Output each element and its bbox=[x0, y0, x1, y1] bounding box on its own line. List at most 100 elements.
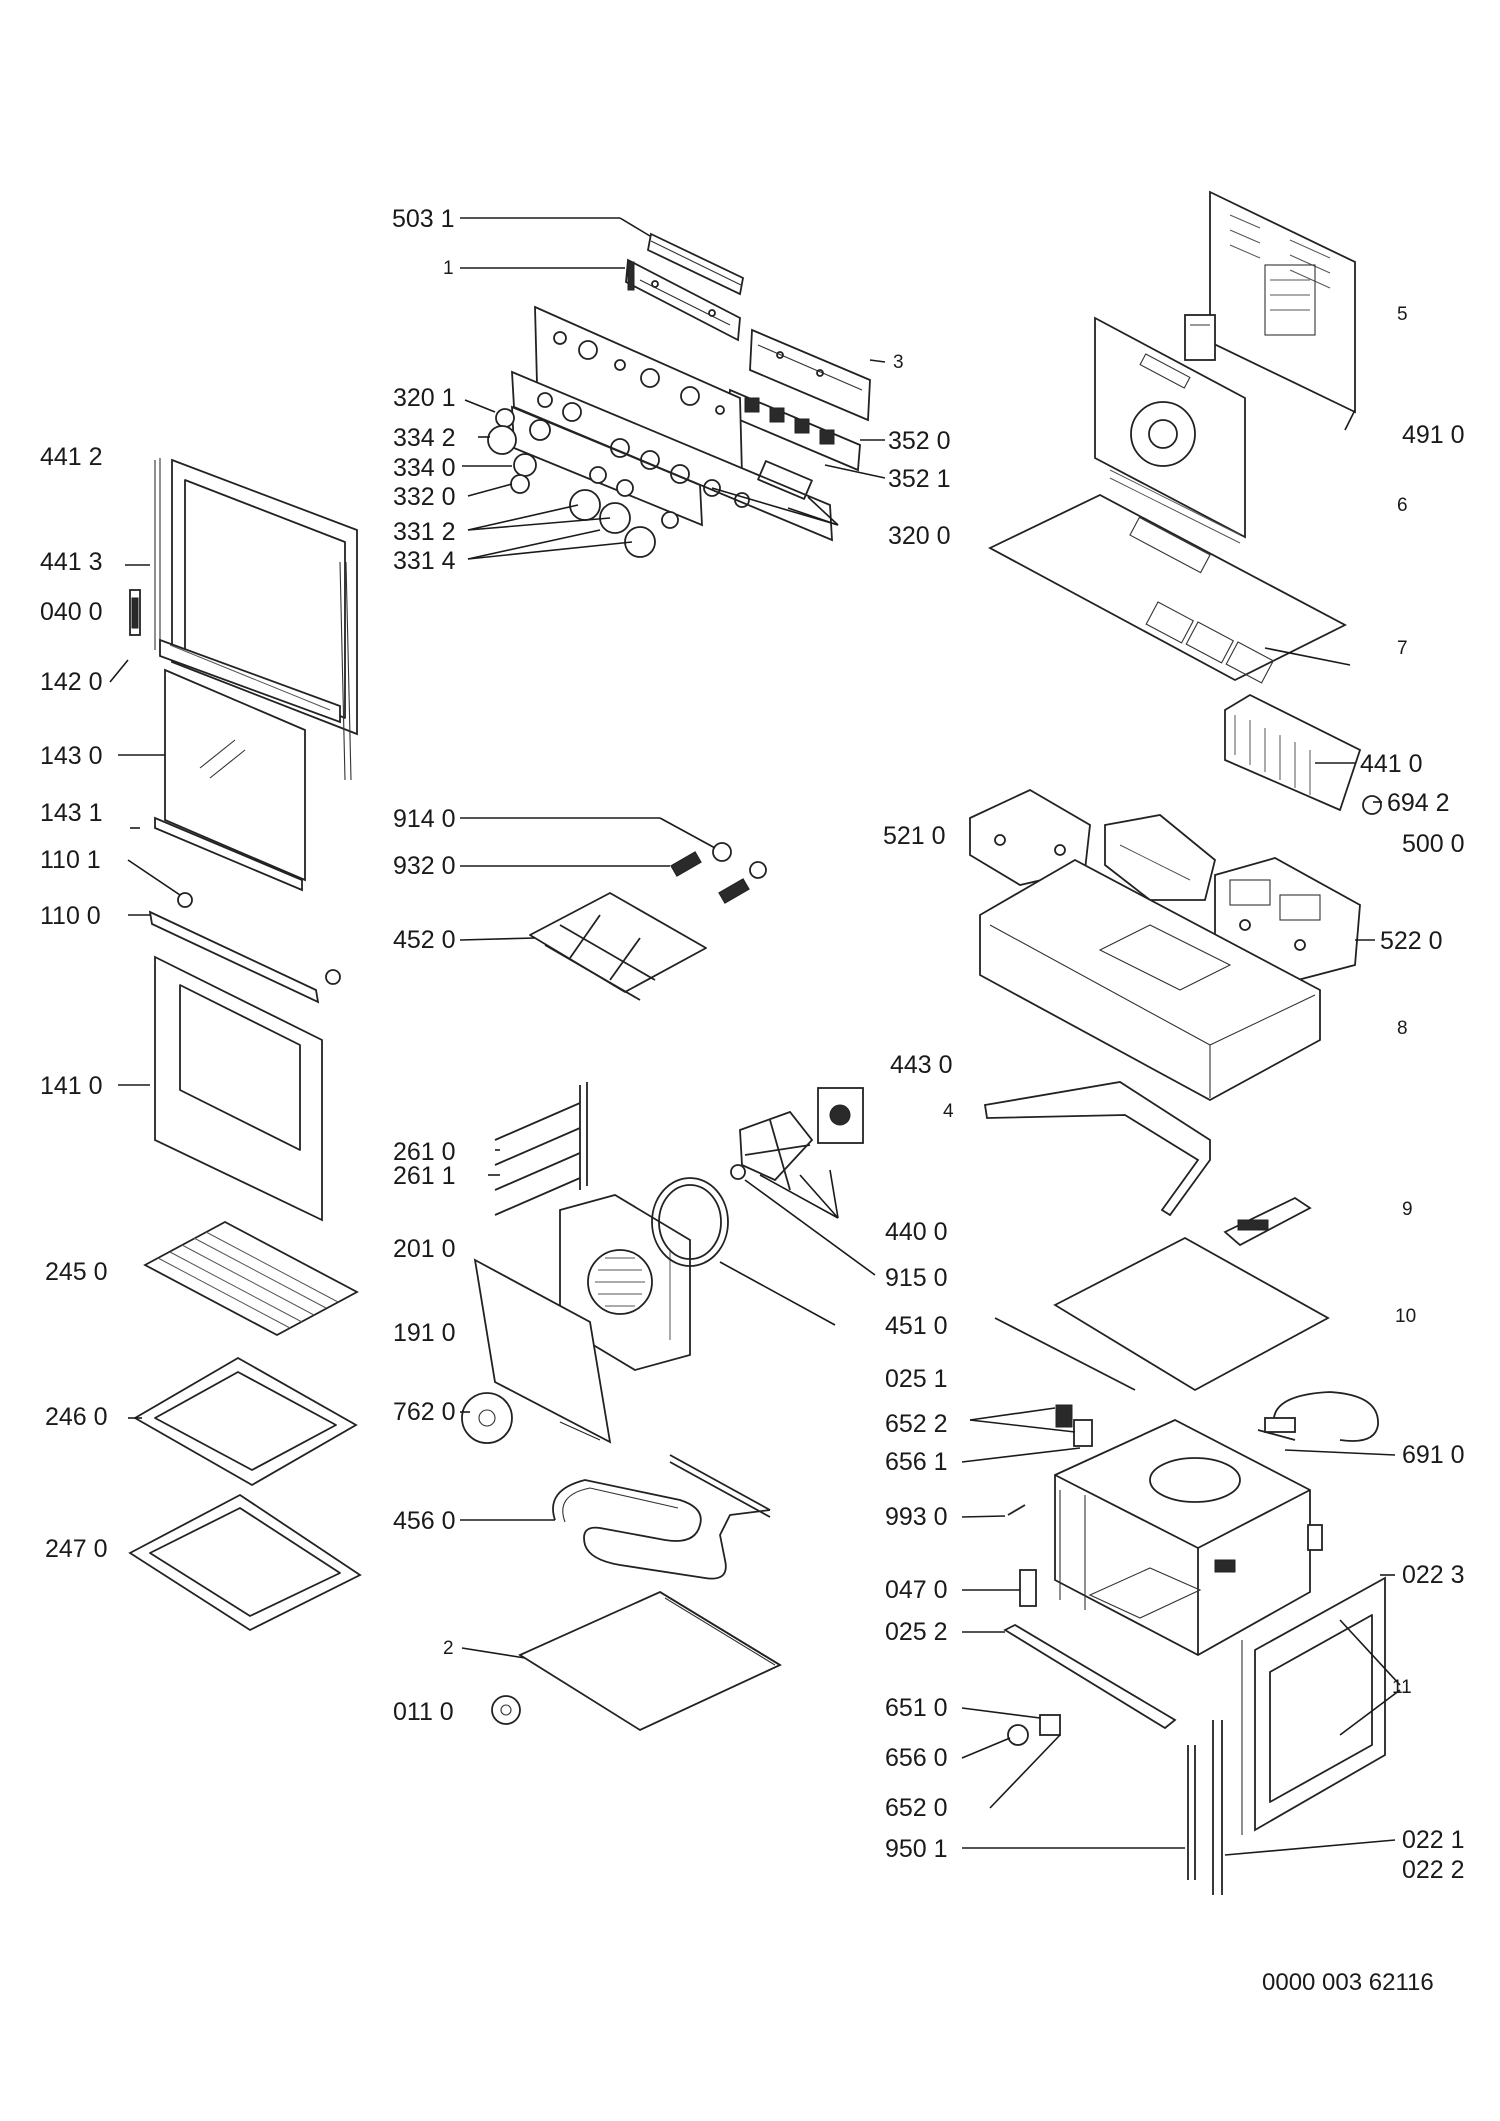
label-352-1: 352 1 bbox=[888, 465, 951, 493]
label-331-4: 331 4 bbox=[393, 547, 456, 575]
part-691-0-lamp bbox=[1257, 1391, 1379, 1442]
part-3-bracket bbox=[749, 328, 871, 422]
label-451-0: 451 0 bbox=[885, 1312, 948, 1340]
part-5-rear-panel bbox=[1209, 190, 1356, 414]
label-352-0: 352 0 bbox=[888, 427, 951, 455]
label-6: 6 bbox=[1397, 495, 1408, 516]
part-9-bracket bbox=[1223, 1196, 1312, 1247]
part-047-0-bracket bbox=[1019, 1569, 1037, 1607]
part-441-0-blower bbox=[1224, 693, 1382, 815]
label-142-0: 142 0 bbox=[40, 668, 103, 696]
label-441-2: 441 2 bbox=[40, 443, 103, 471]
label-656-0: 656 0 bbox=[885, 1744, 948, 1772]
label-522-0: 522 0 bbox=[1380, 927, 1443, 955]
part-4-top-strip bbox=[983, 1081, 1211, 1217]
part-10-plate bbox=[994, 1236, 1330, 1392]
part-503-1-strip bbox=[646, 232, 745, 296]
label-652-2: 652 2 bbox=[885, 1410, 948, 1438]
part-521-0-bracket bbox=[969, 788, 1091, 886]
part-247-0-tray bbox=[128, 1493, 362, 1632]
label-110-1: 110 1 bbox=[40, 846, 101, 874]
part-oven-cavity bbox=[1054, 1418, 1323, 1657]
document-id: 0000 003 62116 bbox=[1262, 1969, 1434, 1996]
label-8: 8 bbox=[1397, 1018, 1408, 1039]
part-040-0-hinge bbox=[129, 589, 141, 636]
part-110-handle bbox=[148, 892, 341, 1004]
label-762-0: 762 0 bbox=[393, 1398, 456, 1426]
part-352-switches bbox=[727, 388, 861, 472]
label-691-0: 691 0 bbox=[1402, 1441, 1465, 1469]
label-143-0: 143 0 bbox=[40, 742, 103, 770]
label-503-1: 503 1 bbox=[392, 205, 455, 233]
part-320-0-front-panel bbox=[511, 370, 833, 542]
label-651-0: 651 0 bbox=[885, 1694, 948, 1722]
label-320-0: 320 0 bbox=[888, 522, 951, 550]
label-022-1: 022 1 bbox=[1402, 1826, 1465, 1854]
part-6-rear-wall bbox=[1094, 316, 1246, 544]
part-993-0-screw bbox=[1007, 1504, 1026, 1516]
label-331-2: 331 2 bbox=[393, 518, 456, 546]
label-521-0: 521 0 bbox=[883, 822, 946, 850]
label-332-0: 332 0 bbox=[393, 483, 456, 511]
part-141-0-outer-door bbox=[154, 955, 323, 1222]
label-141-0: 141 0 bbox=[40, 1072, 103, 1100]
label-9: 9 bbox=[1402, 1199, 1413, 1220]
label-3: 3 bbox=[893, 352, 904, 373]
label-261-1: 261 1 bbox=[393, 1162, 456, 1190]
label-443-0: 443 0 bbox=[890, 1051, 953, 1079]
label-694-2: 694 2 bbox=[1387, 789, 1450, 817]
label-11: 11 bbox=[1392, 1677, 1412, 1698]
leader-lines bbox=[109, 217, 1401, 1856]
label-993-0: 993 0 bbox=[885, 1503, 948, 1531]
part-201-0-fan-cover bbox=[559, 1194, 691, 1371]
label-334-2: 334 2 bbox=[393, 424, 456, 452]
part-950-1-strip bbox=[1187, 1745, 1196, 1880]
part-7-top-plate bbox=[988, 493, 1347, 684]
label-025-1: 025 1 bbox=[885, 1365, 948, 1393]
part-143-1-strip bbox=[154, 816, 303, 892]
label-500-0: 500 0 bbox=[1402, 830, 1465, 858]
part-245-0-rack bbox=[143, 1220, 359, 1337]
label-914-0: 914 0 bbox=[393, 805, 456, 833]
part-191-0-panel bbox=[473, 1258, 612, 1444]
label-932-0: 932 0 bbox=[393, 852, 456, 880]
part-011-0-foot bbox=[491, 1695, 521, 1725]
label-440-0: 440 0 bbox=[885, 1218, 948, 1246]
label-491-0: 491 0 bbox=[1402, 421, 1465, 449]
label-441-0: 441 0 bbox=[1360, 750, 1423, 778]
part-762-0-disc bbox=[461, 1392, 513, 1444]
label-320-1: 320 1 bbox=[393, 384, 456, 412]
part-143-0-glass bbox=[164, 668, 306, 882]
label-025-2: 025 2 bbox=[885, 1618, 948, 1646]
label-245-0: 245 0 bbox=[45, 1258, 108, 1286]
label-022-2: 022 2 bbox=[1402, 1856, 1465, 1884]
label-047-0: 047 0 bbox=[885, 1576, 948, 1604]
part-915-0-nut bbox=[730, 1164, 746, 1180]
label-191-0: 191 0 bbox=[393, 1319, 456, 1347]
part-022-strips bbox=[1212, 1720, 1223, 1895]
label-261-0: 261 0 bbox=[393, 1138, 456, 1166]
part-8-frame bbox=[979, 858, 1321, 1102]
label-656-1: 656 1 bbox=[885, 1448, 948, 1476]
label-011-0: 011 0 bbox=[393, 1698, 454, 1726]
label-334-0: 334 0 bbox=[393, 454, 456, 482]
label-201-0: 201 0 bbox=[393, 1235, 456, 1263]
label-143-1: 143 1 bbox=[40, 799, 103, 827]
part-025-2-rail bbox=[1003, 1623, 1177, 1730]
label-441-3: 441 3 bbox=[40, 548, 103, 576]
part-456-0-heating-element bbox=[552, 1454, 771, 1580]
part-knobs bbox=[487, 408, 679, 558]
part-261-rails bbox=[494, 1082, 588, 1216]
label-110-0: 110 0 bbox=[40, 902, 101, 930]
label-452-0: 452 0 bbox=[393, 926, 456, 954]
part-491-0-motor-mount bbox=[1184, 314, 1216, 361]
label-022-3: 022 3 bbox=[1402, 1561, 1465, 1589]
label-915-0: 915 0 bbox=[885, 1264, 948, 1292]
part-500-0-module bbox=[1104, 814, 1217, 901]
label-040-0: 040 0 bbox=[40, 598, 103, 626]
label-456-0: 456 0 bbox=[393, 1507, 456, 1535]
part-932-0-spring bbox=[670, 851, 767, 904]
part-142-0-door-top bbox=[159, 638, 341, 724]
callout-labels: 503 1 1 3 320 1 334 2 334 0 332 0 331 2 … bbox=[40, 205, 1465, 1884]
